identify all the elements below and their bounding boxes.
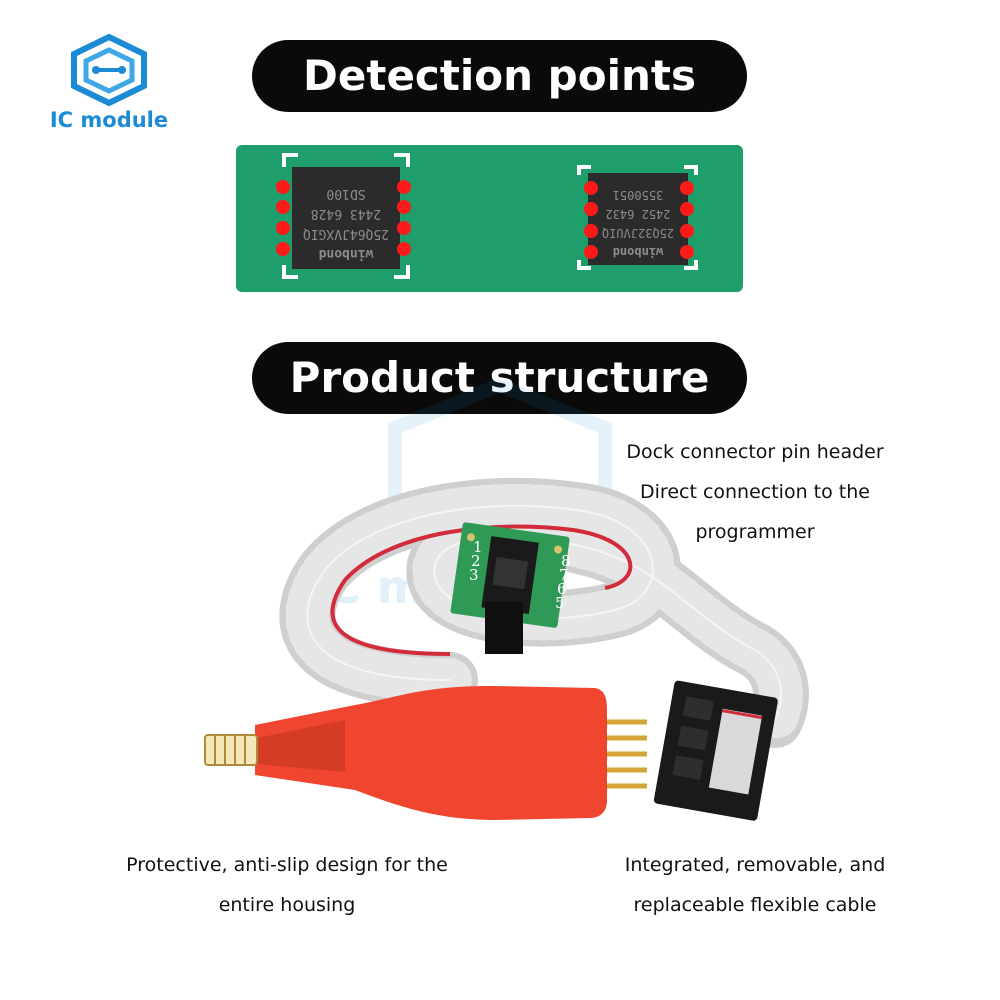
detection-point — [276, 180, 290, 194]
product-structure-title: Product structure — [252, 342, 747, 414]
product-photo: 1 2 3 8 7 6 5 — [195, 380, 815, 830]
caption-line: programmer — [695, 521, 815, 543]
caption-line: replaceable flexible cable — [633, 894, 877, 916]
pin-label: 1 — [473, 538, 483, 556]
detection-point — [680, 181, 694, 195]
detection-point — [276, 200, 290, 214]
detection-point — [397, 200, 411, 214]
detection-point — [680, 245, 694, 259]
detection-point — [680, 224, 694, 238]
pin-label: 5 — [555, 594, 565, 612]
pin-label: 3 — [469, 566, 479, 584]
caption-line: Dock connector pin header — [626, 441, 884, 463]
detection-point — [276, 242, 290, 256]
caption-line: Integrated, removable, and — [624, 854, 886, 876]
pin-label: 8 — [561, 552, 571, 570]
pin-label: 2 — [471, 552, 481, 570]
detection-point — [397, 180, 411, 194]
brand-logo: IC module — [34, 34, 184, 134]
pin-label: 7 — [559, 566, 569, 584]
cable-caption: Integrated, removable, and replaceable f… — [590, 845, 920, 925]
detection-point — [276, 221, 290, 235]
detection-point — [584, 245, 598, 259]
pcb-detection-board: winbond 25Q64JVXGIQ 2443 6428 SD100 winb… — [236, 145, 743, 292]
pin-label: 6 — [557, 580, 567, 598]
detection-point — [584, 202, 598, 216]
logo-text: IC module — [49, 108, 169, 132]
detection-point — [397, 221, 411, 235]
detection-point — [680, 202, 694, 216]
caption-line: entire housing — [218, 894, 356, 916]
detection-points-title: Detection points — [252, 40, 747, 112]
detection-point — [584, 224, 598, 238]
caption-line: Protective, anti-slip design for the — [126, 854, 448, 876]
hexagon-circuit-icon — [71, 34, 147, 106]
detection-point — [397, 242, 411, 256]
housing-caption: Protective, anti-slip design for the ent… — [92, 845, 482, 925]
detection-point — [584, 181, 598, 195]
caption-line: Direct connection to the — [640, 481, 870, 503]
dock-connector-caption: Dock connector pin header Direct connect… — [595, 432, 915, 552]
